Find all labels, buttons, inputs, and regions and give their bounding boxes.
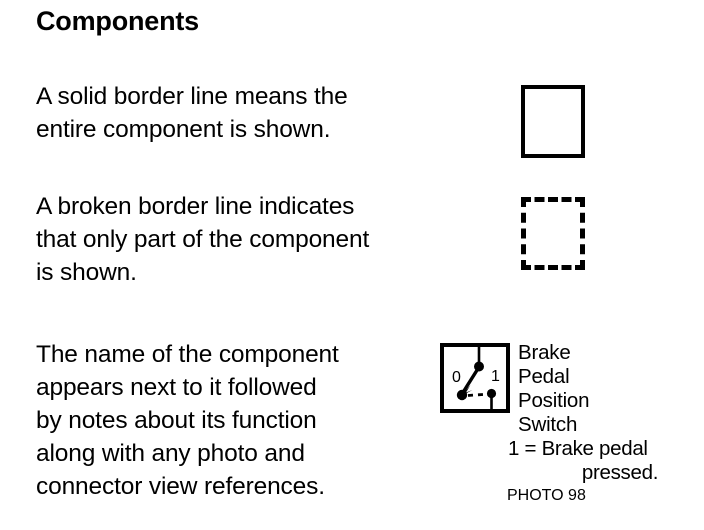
paragraph-component-name: The name of the component appears next t…	[36, 341, 339, 500]
paragraph-solid-border: A solid border line means the entire com…	[36, 83, 348, 143]
component-name-line-4: Switch	[518, 413, 578, 436]
page-title: Components	[36, 6, 199, 36]
component-note-first-line: 1 = Brake pedal	[508, 437, 648, 460]
component-name-line-2: Pedal	[518, 365, 570, 388]
paragraph-broken-border: A broken border line indicates that only…	[36, 193, 370, 286]
component-name-line-3: Position	[518, 389, 590, 412]
component-note: 1 = Brake pedal pressed.	[508, 437, 704, 485]
photo-reference: PHOTO 98	[507, 487, 586, 504]
switch-terminal-label-0: 0	[452, 369, 461, 386]
switch-terminal-label-1: 1	[491, 368, 500, 385]
component-label-block: Brake Pedal Position Switch 1 = Brake pe…	[507, 341, 704, 505]
brake-pedal-position-switch-icon: 0 1	[440, 343, 510, 413]
component-note-second-line: pressed.	[581, 461, 659, 484]
broken-border-sample-box	[521, 197, 585, 270]
component-name-line-1: Brake	[518, 341, 571, 364]
solid-border-sample-box	[521, 85, 585, 158]
